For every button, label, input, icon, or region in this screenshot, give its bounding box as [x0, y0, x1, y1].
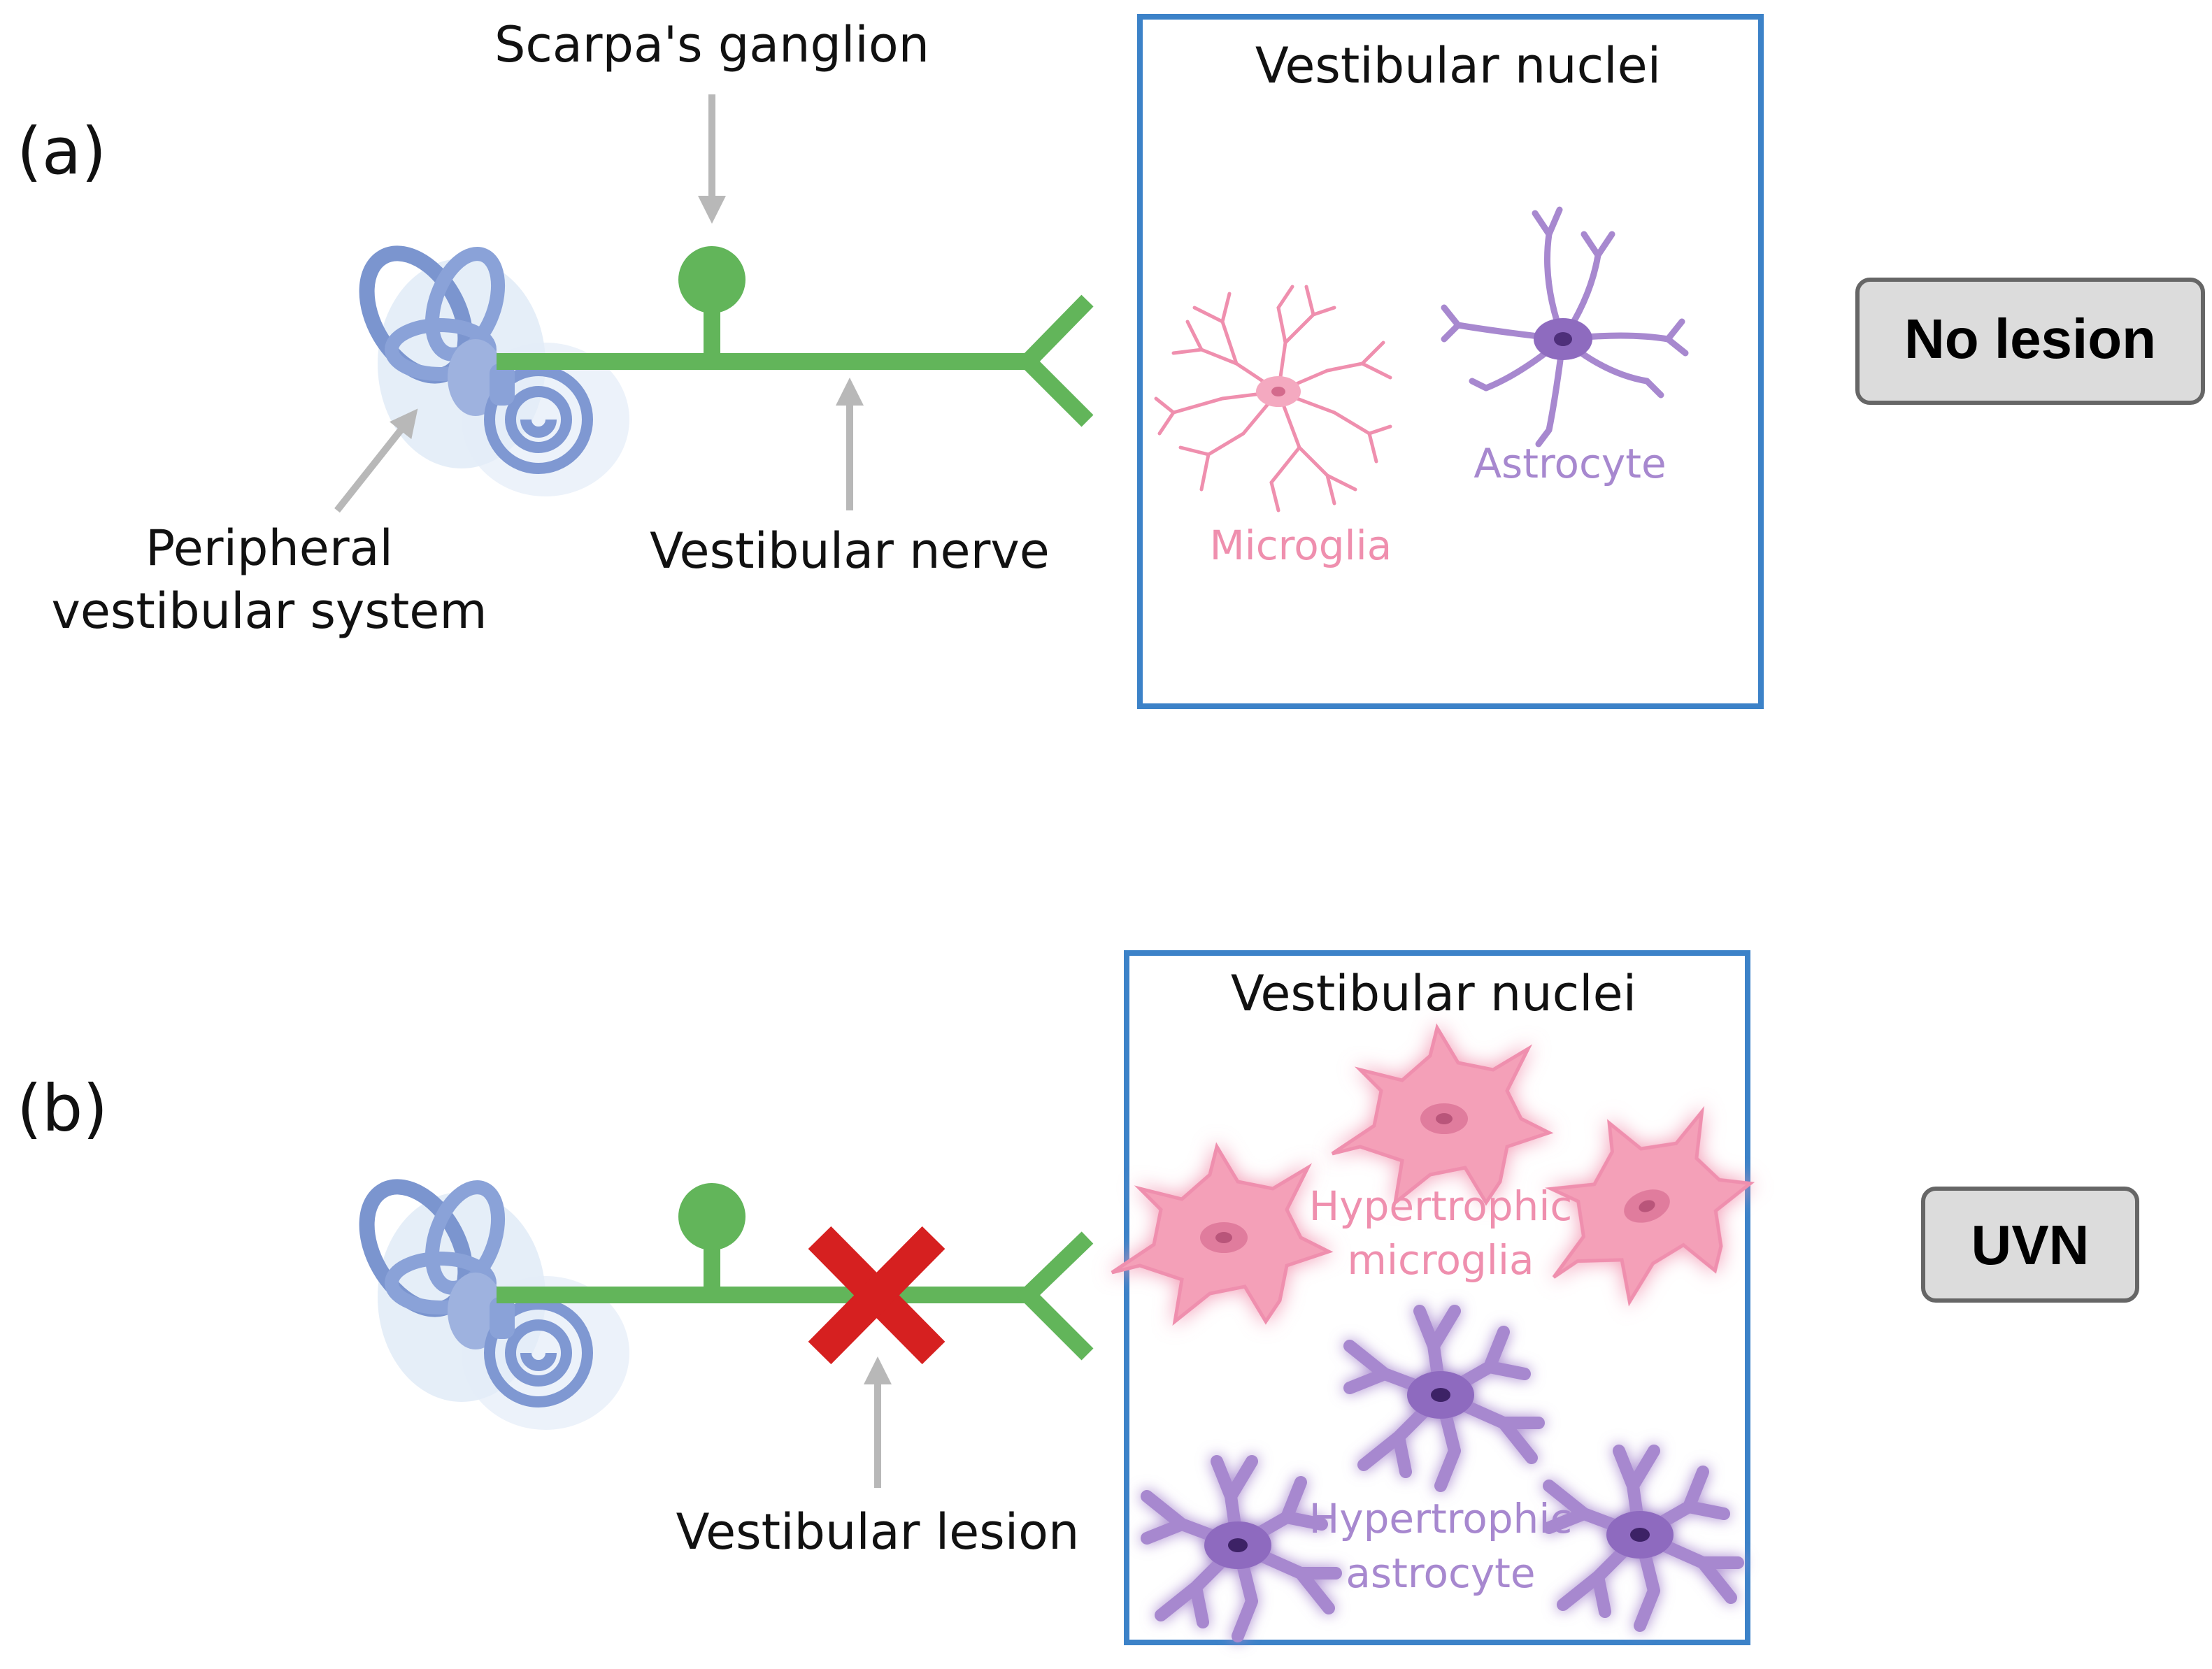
peripheral-label-line1: Peripheral	[145, 520, 393, 577]
microglia-label: Microglia	[1210, 522, 1392, 569]
hypertrophic-microglia-label-line1: Hypertrophic	[1309, 1182, 1573, 1230]
condition-box-no-lesion	[1855, 278, 2205, 405]
vestibular-nerve-label: Vestibular nerve	[650, 522, 1050, 580]
vestibular-nuclei-box-b	[1124, 950, 1750, 1645]
condition-box-uvn	[1921, 1187, 2139, 1303]
peripheral-arrow	[334, 408, 418, 513]
hypertrophic-microglia-label-line2: microglia	[1347, 1236, 1534, 1284]
hypertrophic-astrocyte-label-line1: Hypertrophic	[1309, 1495, 1573, 1542]
scarpa-ganglion-label: Scarpa's ganglion	[494, 16, 929, 73]
microglia-cell	[1156, 287, 1390, 510]
astrocyte-label: Astrocyte	[1474, 440, 1666, 487]
scarpa-ganglion-soma	[678, 246, 745, 313]
astrocyte-cell	[1444, 210, 1685, 444]
condition-label-uvn: UVN	[1971, 1214, 2090, 1276]
vestibular-nuclei-label-a: Vestibular nuclei	[1255, 37, 1661, 94]
panel-label-a: (a)	[17, 114, 106, 189]
condition-label-no-lesion: No lesion	[1904, 308, 2156, 370]
nerve-terminal-b	[1015, 1231, 1094, 1361]
hypertrophic-astrocyte-cell-right	[1549, 1451, 1738, 1626]
vestibular-nuclei-box-a	[1137, 14, 1764, 709]
hypertrophic-microglia-cell-left	[1112, 1147, 1329, 1321]
nerve-terminal	[1016, 294, 1094, 427]
hypertrophic-microglia-cell-top	[1332, 1028, 1549, 1203]
vestibular-nuclei-label-b: Vestibular nuclei	[1231, 965, 1636, 1022]
scarpa-ganglion-soma-b	[678, 1183, 745, 1250]
hypertrophic-astrocyte-label-line2: astrocyte	[1346, 1549, 1535, 1597]
panel-label-b: (b)	[17, 1071, 108, 1146]
hypertrophic-astrocyte-cell-left	[1147, 1461, 1336, 1636]
peripheral-label-line2: vestibular system	[51, 582, 487, 640]
hypertrophic-astrocyte-cell-top	[1350, 1311, 1539, 1486]
lesion-x-icon	[808, 1226, 946, 1365]
vestibular-lesion-label: Vestibular lesion	[676, 1503, 1080, 1561]
